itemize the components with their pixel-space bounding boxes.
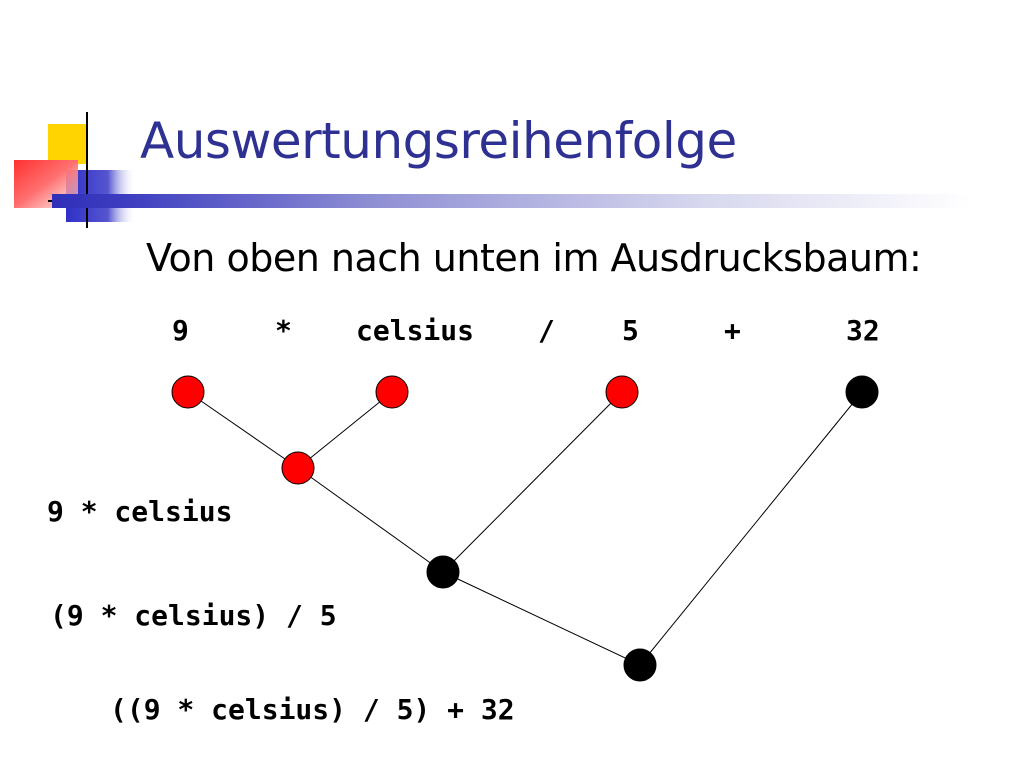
tree-edge-nine-to-mult [187, 391, 299, 469]
title-underline [52, 194, 972, 208]
tree-edge-div-to-plus [442, 571, 641, 666]
tree-node-five [605, 375, 639, 409]
tree-node-nine [171, 375, 205, 409]
token-nine: 9 [172, 314, 189, 347]
slide-subtitle: Von oben nach unten im Ausdrucksbaum: [146, 236, 922, 280]
expression-step-3: ((9 * celsius) / 5) + 32 [110, 693, 515, 726]
logo-yellow-square [48, 124, 86, 164]
tree-node-divide [426, 555, 460, 589]
token-divide: / [538, 314, 555, 347]
token-thirty-two: 32 [846, 314, 880, 347]
tree-node-celsius [375, 375, 409, 409]
token-five: 5 [622, 314, 639, 347]
token-plus: + [724, 314, 741, 347]
tree-node-multiply [281, 451, 315, 485]
token-celsius: celsius [356, 314, 475, 347]
slide-title: Auswertungsreihenfolge [140, 112, 737, 170]
expression-step-1: 9 * celsius [47, 495, 233, 528]
tree-edge-thirty-two-to-plus [639, 391, 863, 666]
tree-edge-five-to-div [442, 391, 623, 573]
tree-node-plus [623, 648, 657, 682]
token-multiply: * [275, 314, 292, 347]
expression-step-2: (9 * celsius) / 5 [50, 599, 337, 632]
tree-edge-mult-to-div [297, 467, 444, 573]
tree-edge-celsius-to-mult [297, 391, 393, 469]
tree-node-thirty-two [845, 375, 879, 409]
